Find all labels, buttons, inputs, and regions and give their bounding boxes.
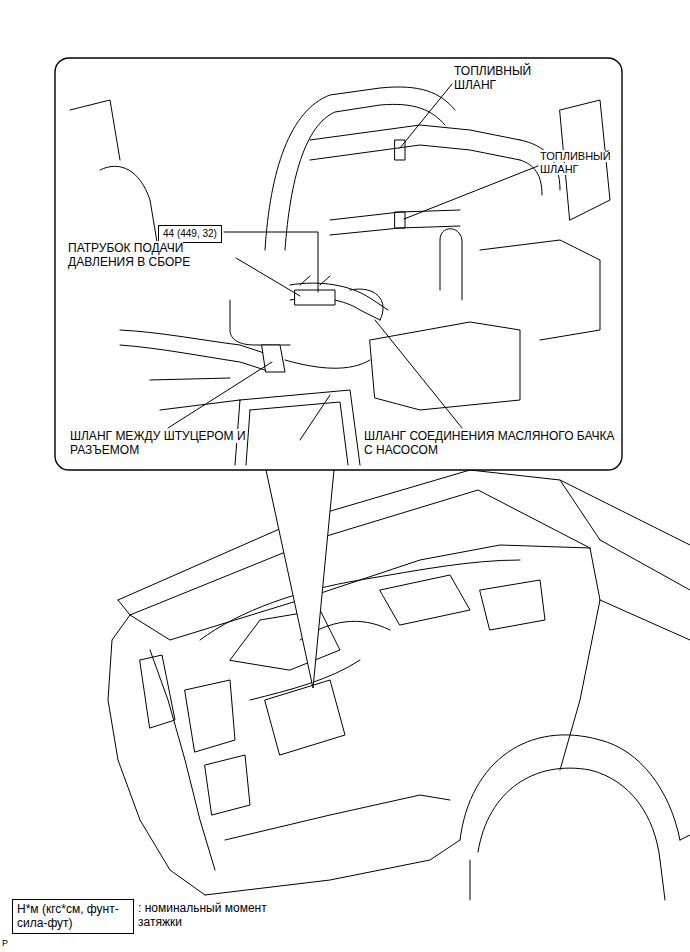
- part-name: ШЛАНГ СОЕДИНЕНИЯ МАСЛЯНОГО БАЧКА С НАСОС…: [364, 429, 615, 457]
- leader-lines: [168, 84, 538, 428]
- part-name: ТОПЛИВНЫЙ ШЛАНГ: [454, 64, 531, 92]
- page-mark: P: [2, 938, 8, 948]
- callout-pointer: [266, 470, 334, 688]
- part-name: ШЛАНГ МЕЖДУ ШТУЦЕРОМ И РАЗЪЕМОМ: [70, 429, 246, 457]
- unit-legend-box: Н*м (кгс*см, фунт-сила-фут): [12, 899, 134, 934]
- part-name-wrap: ШЛАНГ МЕЖДУ ШТУЦЕРОМ И РАЗЪЕМОМ: [70, 429, 310, 458]
- part-name: ТОПЛИВНЫЙ ШЛАНГ: [540, 150, 611, 175]
- inset-panel: [55, 58, 622, 470]
- part-name-wrap: ТОПЛИВНЫЙ ШЛАНГ: [540, 150, 620, 176]
- part-name-wrap: ПАТРУБОК ПОДАЧИ ДАВЛЕНИЯ В СБОРЕ: [68, 241, 238, 270]
- node-text: Н*м (кгс*см, фунт-сила-фут): [17, 902, 129, 931]
- part-name-wrap: ШЛАНГ СОЕДИНЕНИЯ МАСЛЯНОГО БАЧКА С НАСОС…: [364, 429, 620, 458]
- node-text: 44 (449, 32): [163, 228, 217, 240]
- page-mark-wrap: P: [2, 938, 22, 949]
- legend-text: : номинальный момент затяжки: [138, 901, 267, 929]
- part-name: ПАТРУБОК ПОДАЧИ ДАВЛЕНИЯ В СБОРЕ: [68, 241, 190, 269]
- part-name-wrap: ТОПЛИВНЫЙ ШЛАНГ: [454, 64, 554, 93]
- legend-entry: : номинальный момент затяжки: [138, 901, 268, 930]
- engine-detail: [70, 87, 610, 465]
- vehicle-drawing: [108, 470, 690, 900]
